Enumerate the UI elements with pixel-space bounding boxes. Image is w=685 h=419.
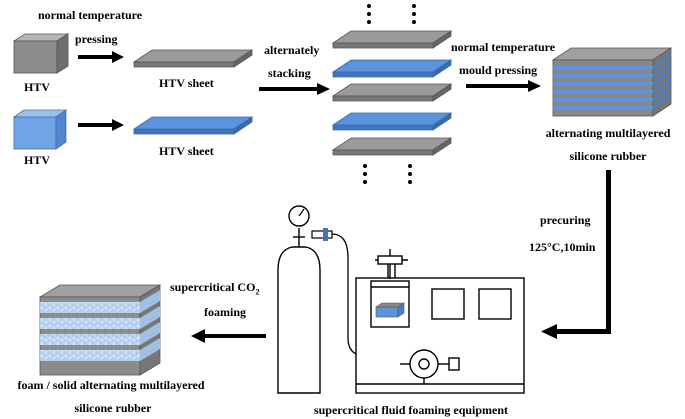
label-supercritical-co2: supercritical CO2 xyxy=(170,280,260,297)
pressing-arrow-bottom xyxy=(78,119,124,131)
label-foaming: foaming xyxy=(204,305,246,319)
multilayer-block xyxy=(551,47,673,117)
stacking-arrow xyxy=(259,83,330,95)
label-normal-temperature-top: normal temperature xyxy=(38,8,143,22)
label-foam-solid: foam / solid alternating multilayered xyxy=(17,378,205,392)
htv-gray-cube xyxy=(12,33,70,74)
ellipsis-bottom xyxy=(363,164,412,184)
label-htv-gray: HTV xyxy=(24,80,51,94)
label-htv-sheet-gray: HTV sheet xyxy=(159,76,214,90)
valve-icon xyxy=(311,228,333,241)
label-stacking: stacking xyxy=(268,66,311,80)
label-htv-blue: HTV xyxy=(24,153,51,167)
co2-subscript: 2 xyxy=(255,287,260,297)
label-silicone-rubber-right: silicone rubber xyxy=(569,149,647,163)
sample-in-vessel xyxy=(375,302,405,318)
label-silicone-rubber-bottom: silicone rubber xyxy=(74,401,152,415)
label-normal-temperature-right: normal temperature xyxy=(451,40,556,54)
foam-solid-block xyxy=(38,284,162,376)
htv-sheet-blue xyxy=(132,116,254,135)
label-alternately: alternately xyxy=(264,43,320,57)
label-precuring-conditions: 125°C,10min xyxy=(529,240,596,254)
co2-cylinder xyxy=(277,228,321,394)
pressure-gauge-icon xyxy=(288,205,310,227)
label-pressing: pressing xyxy=(75,32,118,46)
foaming-arrow xyxy=(191,329,266,343)
htv-blue-cube xyxy=(12,109,68,150)
label-alternating-multilayered: alternating multilayered xyxy=(545,126,671,140)
foaming-equipment xyxy=(355,249,525,394)
label-mould-pressing: mould pressing xyxy=(459,63,538,77)
ellipsis-top xyxy=(367,4,416,24)
label-precuring: precuring xyxy=(540,213,591,227)
precuring-arrow xyxy=(541,170,611,339)
htv-sheet-gray xyxy=(132,49,254,68)
label-htv-sheet-blue: HTV sheet xyxy=(159,144,214,158)
pressing-arrow-top xyxy=(78,51,124,63)
alternating-sheets-stack xyxy=(331,30,453,156)
mould-pressing-arrow xyxy=(466,80,541,92)
label-foaming-equipment: supercritical fluid foaming equipment xyxy=(313,403,509,417)
